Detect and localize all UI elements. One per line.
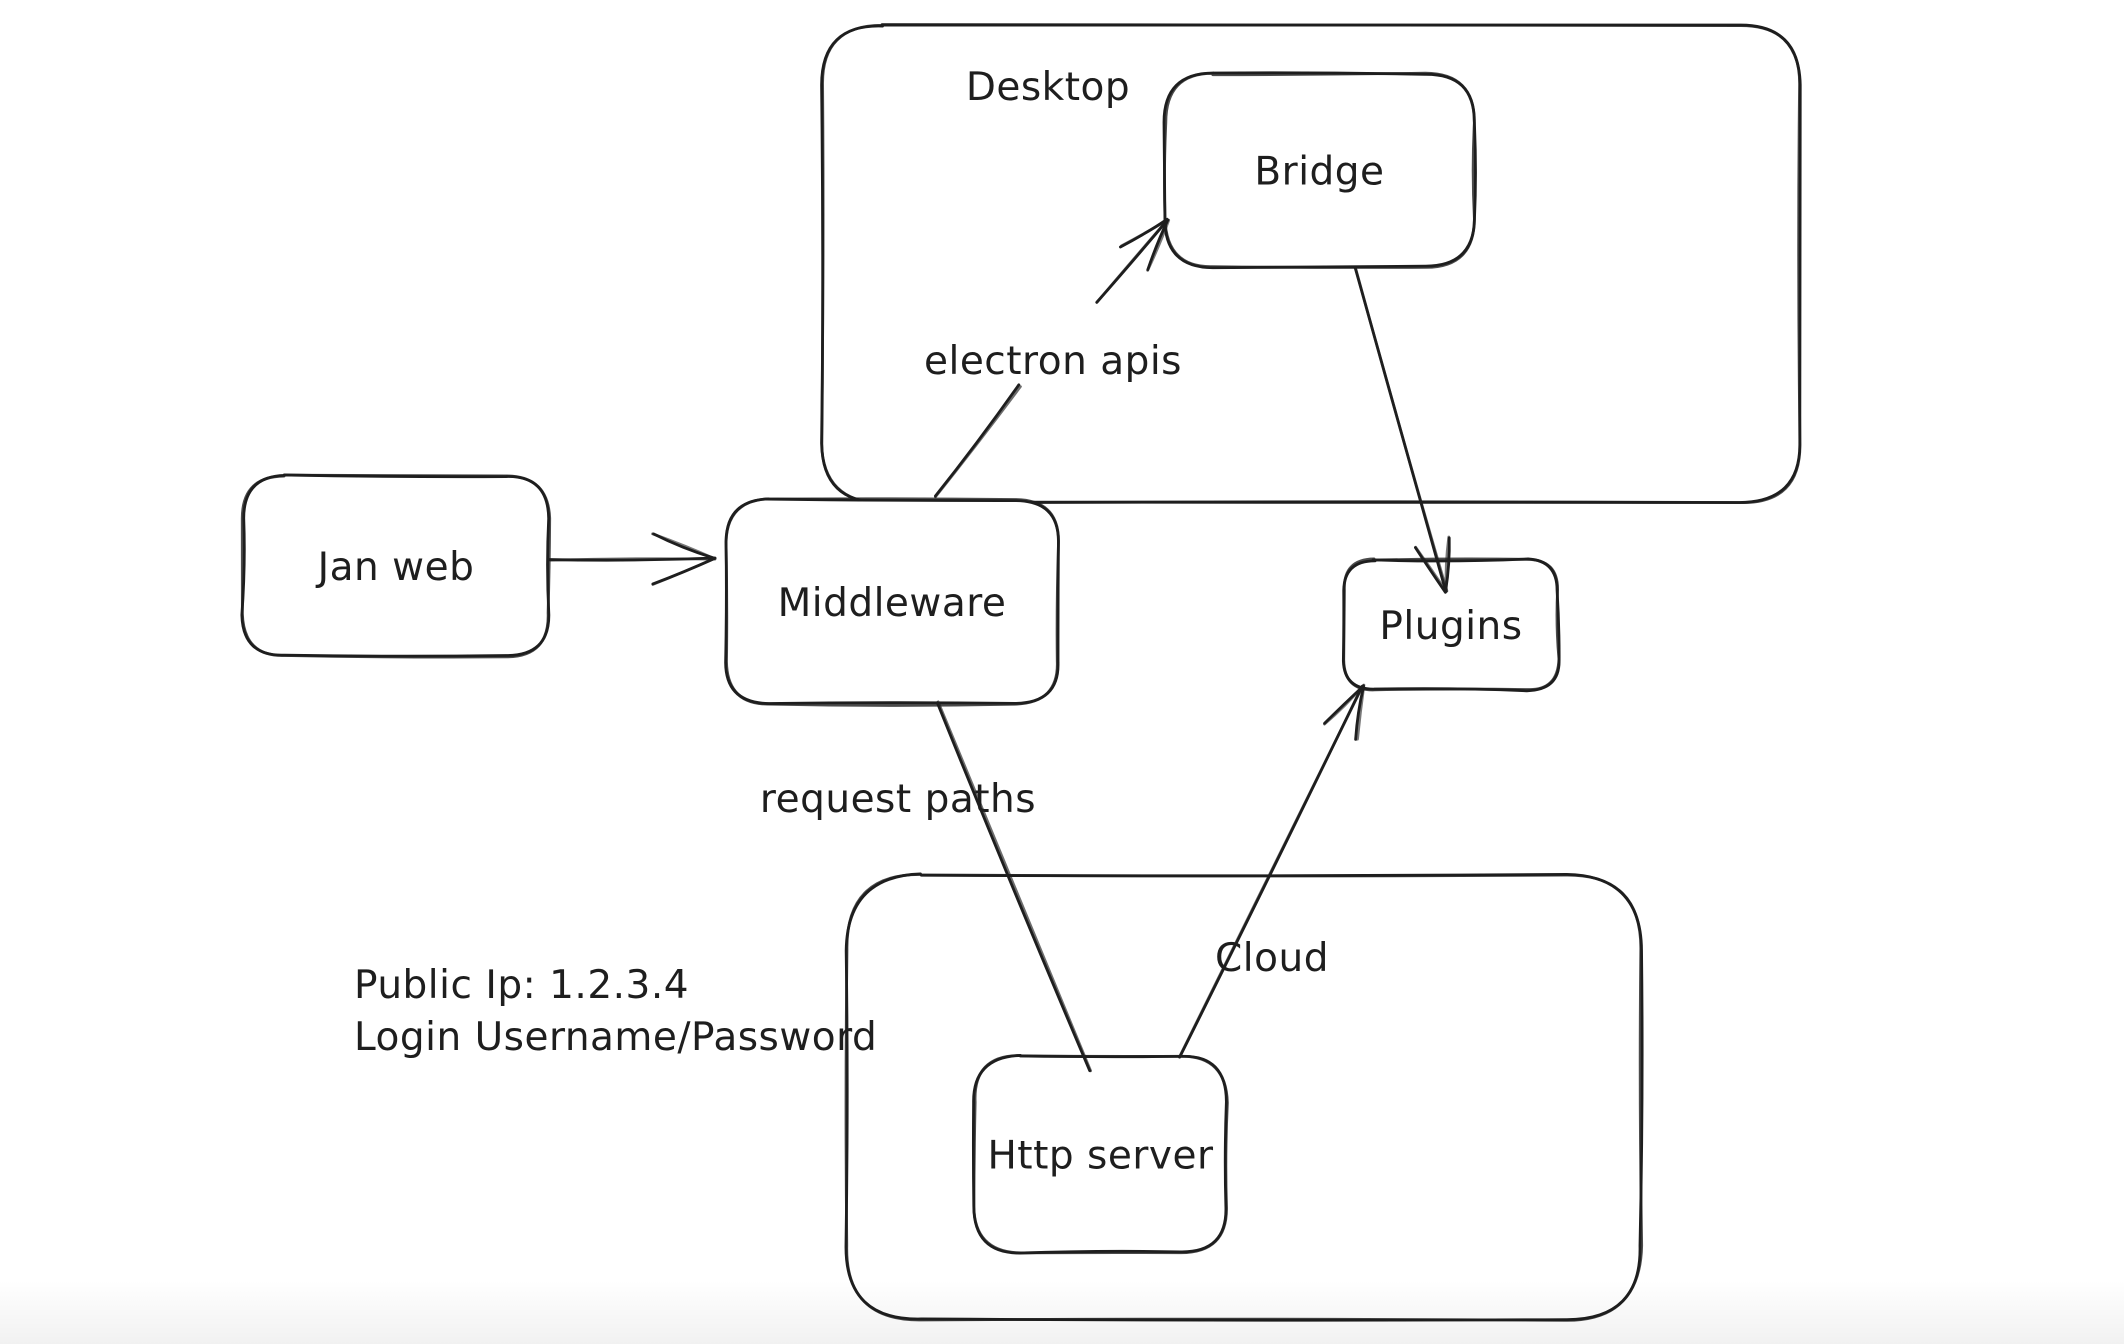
label-login-credentials[interactable]: Login Username/Password: [354, 1015, 877, 1060]
arrowhead-bridge-to-plugins[interactable]: [1414, 545, 1448, 593]
arrowhead-middleware-to-bridge[interactable]: [1120, 218, 1170, 248]
arrowhead-middleware-to-bridge[interactable]: [1146, 218, 1171, 272]
edge-middleware-to-bridge[interactable]: [1095, 219, 1169, 304]
label-electron-apis[interactable]: electron apis: [924, 339, 1182, 384]
edge-http-to-plugins[interactable]: [1178, 685, 1364, 1059]
label-node-plugins[interactable]: Plugins: [1379, 604, 1522, 649]
edge-bridge-to-plugins[interactable]: [1353, 265, 1449, 593]
label-container-desktop[interactable]: Desktop: [966, 65, 1130, 110]
label-node-jan-web[interactable]: Jan web: [315, 545, 475, 590]
node-middleware[interactable]: [724, 497, 1060, 707]
arrowhead-http-to-plugins[interactable]: [1323, 684, 1365, 726]
container-cloud[interactable]: [844, 873, 1644, 1322]
label-request-paths[interactable]: request paths: [760, 777, 1036, 822]
node-bridge[interactable]: [1163, 71, 1476, 269]
edge-middleware-to-bridge[interactable]: [933, 385, 1022, 499]
edge-middleware-to-http[interactable]: [936, 700, 1092, 1073]
label-public-ip[interactable]: Public Ip: 1.2.3.4: [354, 963, 689, 1008]
container-desktop[interactable]: [820, 23, 1802, 505]
node-http-server[interactable]: [972, 1054, 1229, 1255]
arrowhead-http-to-plugins[interactable]: [1356, 683, 1366, 741]
label-node-middleware[interactable]: Middleware: [778, 581, 1007, 626]
arrowhead-janweb-to-middleware[interactable]: [651, 532, 716, 560]
edge-janweb-to-middleware[interactable]: [548, 557, 717, 562]
node-plugins[interactable]: [1342, 557, 1561, 692]
node-jan-web[interactable]: [240, 473, 552, 659]
arrowhead-janweb-to-middleware[interactable]: [651, 556, 717, 586]
label-node-bridge[interactable]: Bridge: [1254, 150, 1384, 195]
arrowhead-bridge-to-plugins[interactable]: [1444, 535, 1451, 593]
label-container-cloud[interactable]: Cloud: [1215, 936, 1329, 981]
label-node-http-server[interactable]: Http server: [987, 1134, 1213, 1179]
